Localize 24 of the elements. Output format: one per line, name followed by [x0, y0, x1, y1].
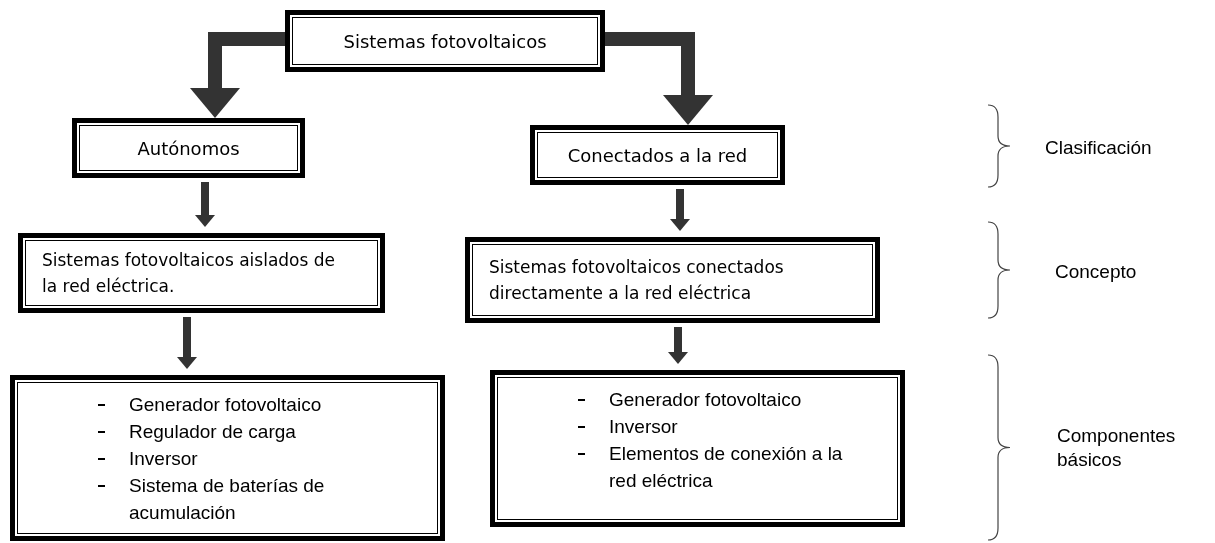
- double-border-box: [285, 10, 605, 72]
- list-item: Inversor: [609, 415, 678, 439]
- list-item: Regulador de carga: [129, 420, 296, 444]
- list-item: Inversor: [129, 447, 198, 471]
- box-text: Sistemas fotovoltaicos conectados directamente a la red eléctrica: [489, 256, 785, 305]
- double-border-box: [72, 118, 305, 178]
- box-title: Autónomos: [137, 136, 240, 161]
- double-border-box: [465, 237, 880, 323]
- category-label: Clasificación: [1045, 136, 1153, 160]
- double-border-box: [530, 125, 785, 185]
- list-item: Elementos de conexión a la red eléctrica: [609, 442, 844, 493]
- box-text: Sistemas fotovoltaicos aislados de la red eléctrica.: [42, 249, 337, 298]
- double-border-box: [18, 233, 385, 313]
- block-arrow: [605, 32, 713, 125]
- double-border-box: [490, 370, 905, 527]
- list-item: Generador fotovoltaico: [129, 393, 322, 417]
- category-label: Componentes básicos: [1057, 424, 1177, 472]
- list-item: Sistema de baterías de acumulación: [129, 474, 326, 525]
- double-border-box: [10, 375, 445, 541]
- list-item: Generador fotovoltaico: [609, 388, 802, 412]
- block-arrow: [190, 32, 285, 118]
- box-title: Sistemas fotovoltaicos: [343, 29, 547, 54]
- box-title: Conectados a la red: [567, 143, 748, 168]
- category-label: Concepto: [1055, 260, 1138, 284]
